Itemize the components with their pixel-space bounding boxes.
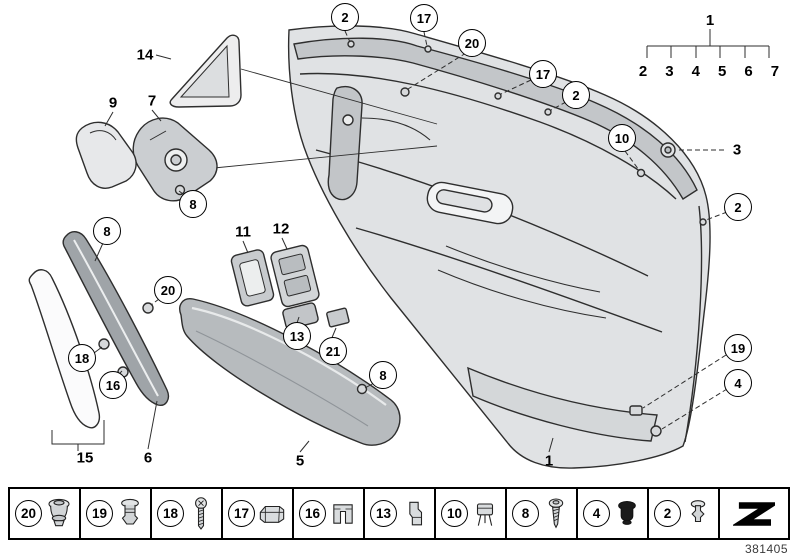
callout-circle-20-9[interactable]: 20 — [154, 276, 182, 304]
strip-item-18[interactable]: 18 — [152, 489, 223, 538]
strip-item-4[interactable]: 4 — [578, 489, 649, 538]
strip-item-8[interactable]: 8 — [507, 489, 578, 538]
callout-circle-2-6[interactable]: 2 — [724, 193, 752, 221]
strip-item-13[interactable]: 13 — [365, 489, 436, 538]
legend-parent-label[interactable]: 1 — [705, 12, 715, 29]
long-screw-icon — [186, 494, 216, 534]
part-accent-strip — [62, 231, 170, 406]
strip-item-number: 17 — [228, 500, 255, 527]
part-label-6-24[interactable]: 6 — [143, 449, 153, 467]
strip-item-number: 2 — [654, 500, 681, 527]
part-door-trim — [213, 25, 711, 469]
part-label-7-19[interactable]: 7 — [147, 92, 157, 110]
part-label-12-21[interactable]: 12 — [272, 220, 290, 238]
strip-item-10[interactable]: 10 — [436, 489, 507, 538]
part-label-11-20[interactable]: 11 — [235, 223, 251, 241]
part-label-9-18[interactable]: 9 — [108, 94, 118, 112]
strip-item-16[interactable]: 16 — [294, 489, 365, 538]
callout-circle-17-3[interactable]: 17 — [529, 60, 557, 88]
part-chrome-strip — [28, 269, 101, 429]
nav-symbol-cell[interactable] — [720, 489, 788, 538]
strip-item-17[interactable]: 17 — [223, 489, 294, 538]
callout-circle-8-14[interactable]: 8 — [369, 361, 397, 389]
legend-item-4[interactable]: 4 — [691, 63, 700, 80]
callout-circle-19-15[interactable]: 19 — [724, 334, 752, 362]
part-switch-panel — [270, 244, 320, 308]
screw-icon — [541, 494, 571, 534]
strip-item-number: 19 — [86, 500, 113, 527]
push-rivet-icon — [683, 494, 713, 534]
strip-item-number: 4 — [583, 500, 610, 527]
strip-item-number: 20 — [15, 500, 42, 527]
callout-circle-2-4[interactable]: 2 — [562, 81, 590, 109]
small-clip-icon — [399, 494, 429, 534]
strip-item-number: 16 — [299, 500, 326, 527]
legend-item-3[interactable]: 3 — [665, 63, 674, 80]
callout-circle-4-16[interactable]: 4 — [724, 369, 752, 397]
callout-circle-16-13[interactable]: 16 — [99, 371, 127, 399]
strip-item-number: 18 — [157, 500, 184, 527]
fastener-marks — [98, 40, 707, 437]
callout-circle-18-12[interactable]: 18 — [68, 344, 96, 372]
clamp-clip-icon — [328, 494, 358, 534]
strip-item-19[interactable]: 19 — [81, 489, 152, 538]
diagram-number: 381405 — [744, 542, 788, 556]
prong-clip-icon — [470, 494, 500, 534]
callout-circle-8-8[interactable]: 8 — [93, 217, 121, 245]
legend-bracket — [646, 29, 770, 58]
part-label-5-25[interactable]: 5 — [295, 452, 305, 470]
part-label-15-23[interactable]: 15 — [76, 449, 94, 467]
part-clip-21 — [326, 307, 350, 328]
callout-circle-21-11[interactable]: 21 — [319, 337, 347, 365]
callout-circle-2-0[interactable]: 2 — [331, 3, 359, 31]
part-switch-bezel — [230, 249, 275, 307]
legend-item-5[interactable]: 5 — [718, 63, 727, 80]
strip-item-number: 10 — [441, 500, 468, 527]
strip-item-number: 13 — [370, 500, 397, 527]
legend-item-7[interactable]: 7 — [770, 63, 780, 80]
spring-clip-icon — [257, 494, 287, 534]
zigzag-icon — [733, 497, 775, 531]
part-label-14-17[interactable]: 14 — [136, 46, 154, 64]
callout-circle-20-2[interactable]: 20 — [458, 29, 486, 57]
part-label-3-22[interactable]: 3 — [732, 141, 742, 159]
callout-circle-17-1[interactable]: 17 — [410, 4, 438, 32]
strip-item-2[interactable]: 2 — [649, 489, 720, 538]
part-pull-trim — [75, 121, 137, 189]
callout-circle-10-5[interactable]: 10 — [608, 124, 636, 152]
part-mirror-triangle — [169, 34, 242, 108]
strip-item-number: 8 — [512, 500, 539, 527]
strip-item-20[interactable]: 20 — [10, 489, 81, 538]
part-label-1-26[interactable]: 1 — [544, 452, 554, 470]
plug-icon — [612, 494, 642, 534]
callout-circle-8-7[interactable]: 8 — [179, 190, 207, 218]
leader-lines-dashed — [150, 30, 728, 430]
bracket-15 — [51, 420, 105, 451]
grommet-nut-icon — [44, 494, 74, 534]
callout-circle-13-10[interactable]: 13 — [283, 322, 311, 350]
expanding-rivet-icon — [115, 494, 145, 534]
legend-item-6[interactable]: 6 — [744, 63, 753, 80]
hardware-strip: 20 19 18 17 16 13 10 8 4 2 — [8, 487, 790, 540]
legend-item-2[interactable]: 2 — [638, 63, 648, 80]
